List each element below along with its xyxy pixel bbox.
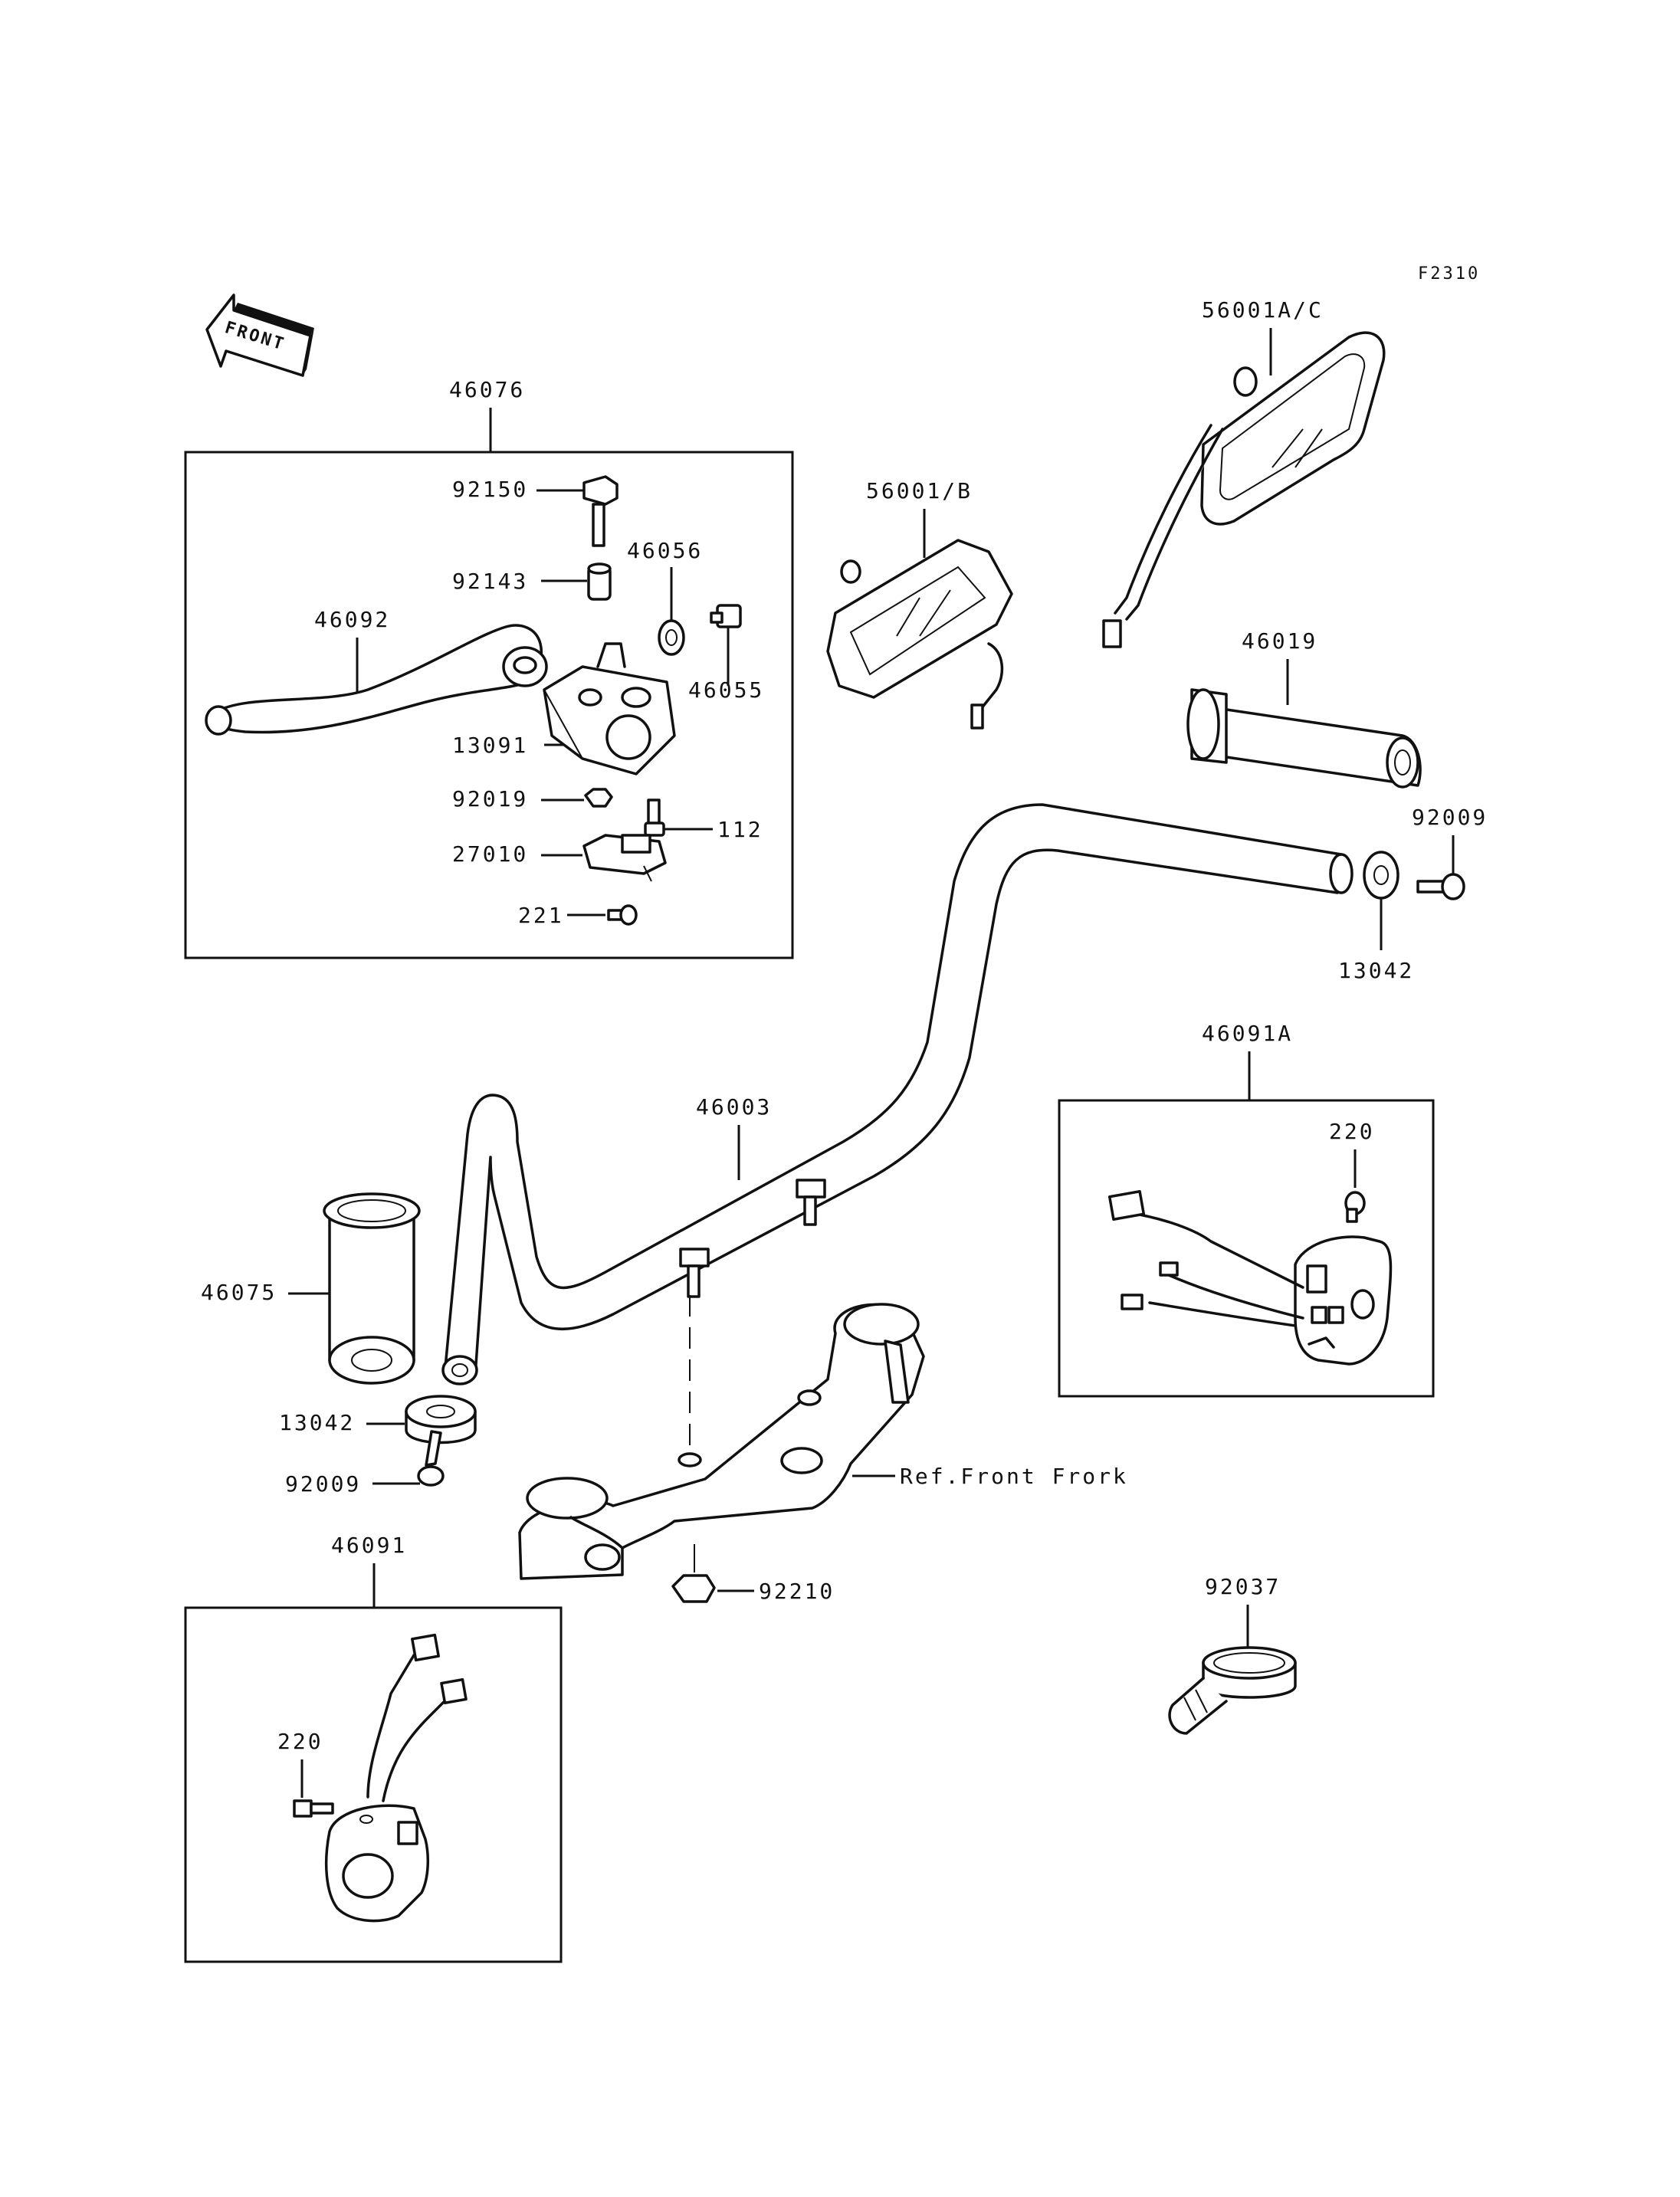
reference-note: Ref.Front Frork bbox=[900, 1464, 1128, 1489]
label-27010: 27010 bbox=[452, 841, 528, 867]
label-46055: 46055 bbox=[688, 677, 764, 703]
screw-92009-left bbox=[417, 1430, 445, 1487]
label-92037: 92037 bbox=[1205, 1574, 1281, 1599]
screw-46055 bbox=[710, 604, 742, 628]
screw-221 bbox=[607, 904, 638, 926]
label-92009-right: 92009 bbox=[1412, 805, 1488, 830]
label-92210: 92210 bbox=[759, 1579, 835, 1604]
label-13042-left: 13042 bbox=[279, 1410, 355, 1435]
label-92150: 92150 bbox=[452, 477, 528, 502]
nut-92210 bbox=[671, 1574, 716, 1603]
label-221: 221 bbox=[518, 903, 564, 928]
weight-13042-right bbox=[1363, 851, 1399, 900]
adjuster-46056 bbox=[658, 619, 685, 656]
fork-bracket bbox=[518, 1295, 925, 1580]
figure-code: F2310 bbox=[1418, 264, 1480, 284]
throttle-grip-46019 bbox=[1186, 688, 1422, 789]
handlebar-46003 bbox=[441, 803, 1354, 1385]
label-46019: 46019 bbox=[1242, 628, 1317, 654]
mirror-56001B bbox=[826, 539, 1013, 730]
label-92143: 92143 bbox=[452, 569, 528, 594]
label-92019: 92019 bbox=[452, 786, 528, 812]
collar-92143 bbox=[587, 562, 612, 601]
clutch-switch-27010 bbox=[582, 834, 667, 882]
front-direction-arrow: FRONT bbox=[205, 293, 314, 377]
clamp-92037 bbox=[1168, 1646, 1297, 1735]
screw-112 bbox=[644, 798, 665, 837]
box-46091A bbox=[1058, 1099, 1435, 1398]
lever-holder-13091 bbox=[543, 642, 676, 776]
label-46056: 46056 bbox=[627, 538, 703, 563]
clutch-lever-46092 bbox=[205, 624, 548, 736]
mirror-56001AC bbox=[1102, 331, 1386, 648]
screw-220-left bbox=[293, 1799, 334, 1818]
label-56001AC: 56001A/C bbox=[1202, 297, 1324, 323]
left-switch-46091 bbox=[324, 1633, 468, 1923]
left-grip-46075 bbox=[323, 1192, 421, 1385]
box-46076 bbox=[184, 451, 794, 959]
nut-92019 bbox=[584, 788, 613, 808]
label-220-right: 220 bbox=[1329, 1119, 1375, 1144]
label-46091A: 46091A bbox=[1202, 1021, 1293, 1046]
bolt-92150 bbox=[582, 475, 619, 547]
screw-220-right bbox=[1344, 1191, 1366, 1223]
label-13091: 13091 bbox=[452, 733, 528, 758]
label-46092: 46092 bbox=[314, 607, 390, 632]
label-46003: 46003 bbox=[696, 1094, 772, 1120]
label-56001B: 56001/B bbox=[866, 478, 973, 503]
label-46091: 46091 bbox=[331, 1533, 407, 1558]
weight-13042-left bbox=[405, 1395, 477, 1444]
box-46091 bbox=[184, 1606, 563, 1963]
label-220-left: 220 bbox=[277, 1729, 323, 1754]
label-112: 112 bbox=[717, 817, 763, 842]
right-switch-46091A bbox=[1107, 1190, 1393, 1366]
label-13042-right: 13042 bbox=[1338, 958, 1414, 983]
label-46075: 46075 bbox=[201, 1280, 277, 1305]
label-46076: 46076 bbox=[449, 377, 525, 402]
label-92009-left: 92009 bbox=[285, 1471, 361, 1497]
screw-92009-right bbox=[1416, 873, 1465, 900]
